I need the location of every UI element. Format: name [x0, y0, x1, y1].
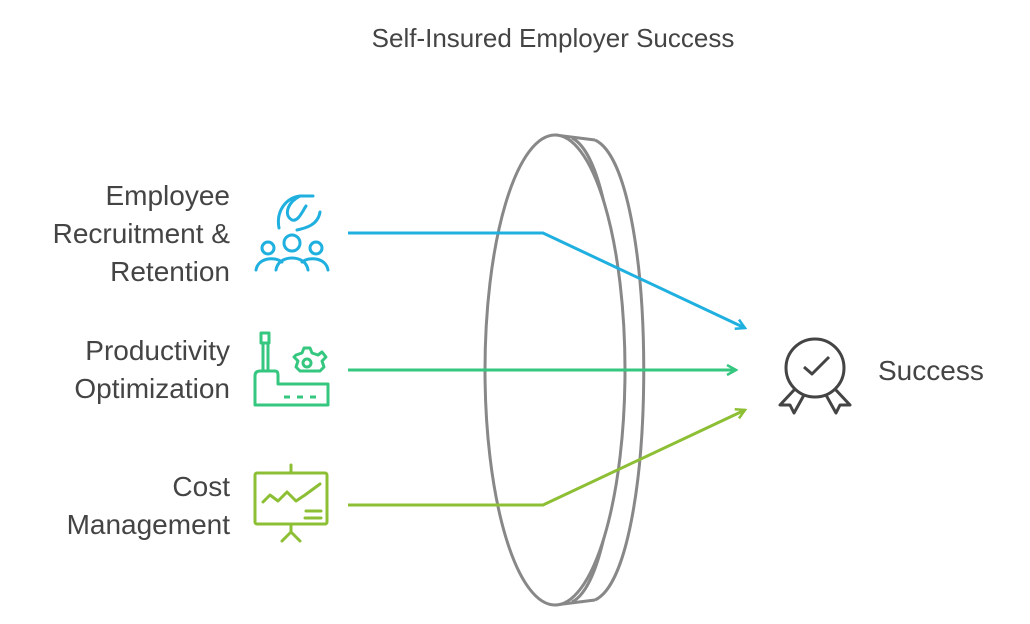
people-recruitment-icon — [254, 194, 330, 272]
label-line: Management — [67, 509, 231, 540]
factor-label-recruitment: Employee Recruitment & Retention — [53, 180, 231, 287]
label-line: Optimization — [74, 373, 230, 404]
arrow-cost — [348, 410, 745, 507]
label-line: Retention — [110, 256, 230, 287]
label-line: Recruitment & — [53, 218, 231, 249]
label-line: Cost — [172, 471, 230, 502]
factor-label-cost: Cost Management — [67, 471, 231, 540]
arrow-recruitment — [348, 231, 745, 328]
presentation-chart-icon — [253, 463, 329, 543]
diagram-title: Self-Insured Employer Success — [372, 23, 735, 53]
factory-gear-icon — [253, 331, 330, 407]
factor-label-productivity: Productivity Optimization — [74, 335, 230, 404]
label-line: Employee — [105, 180, 230, 211]
outcome-label: Success — [878, 355, 984, 386]
label-line: Productivity — [85, 335, 230, 366]
award-check-icon — [778, 337, 852, 415]
